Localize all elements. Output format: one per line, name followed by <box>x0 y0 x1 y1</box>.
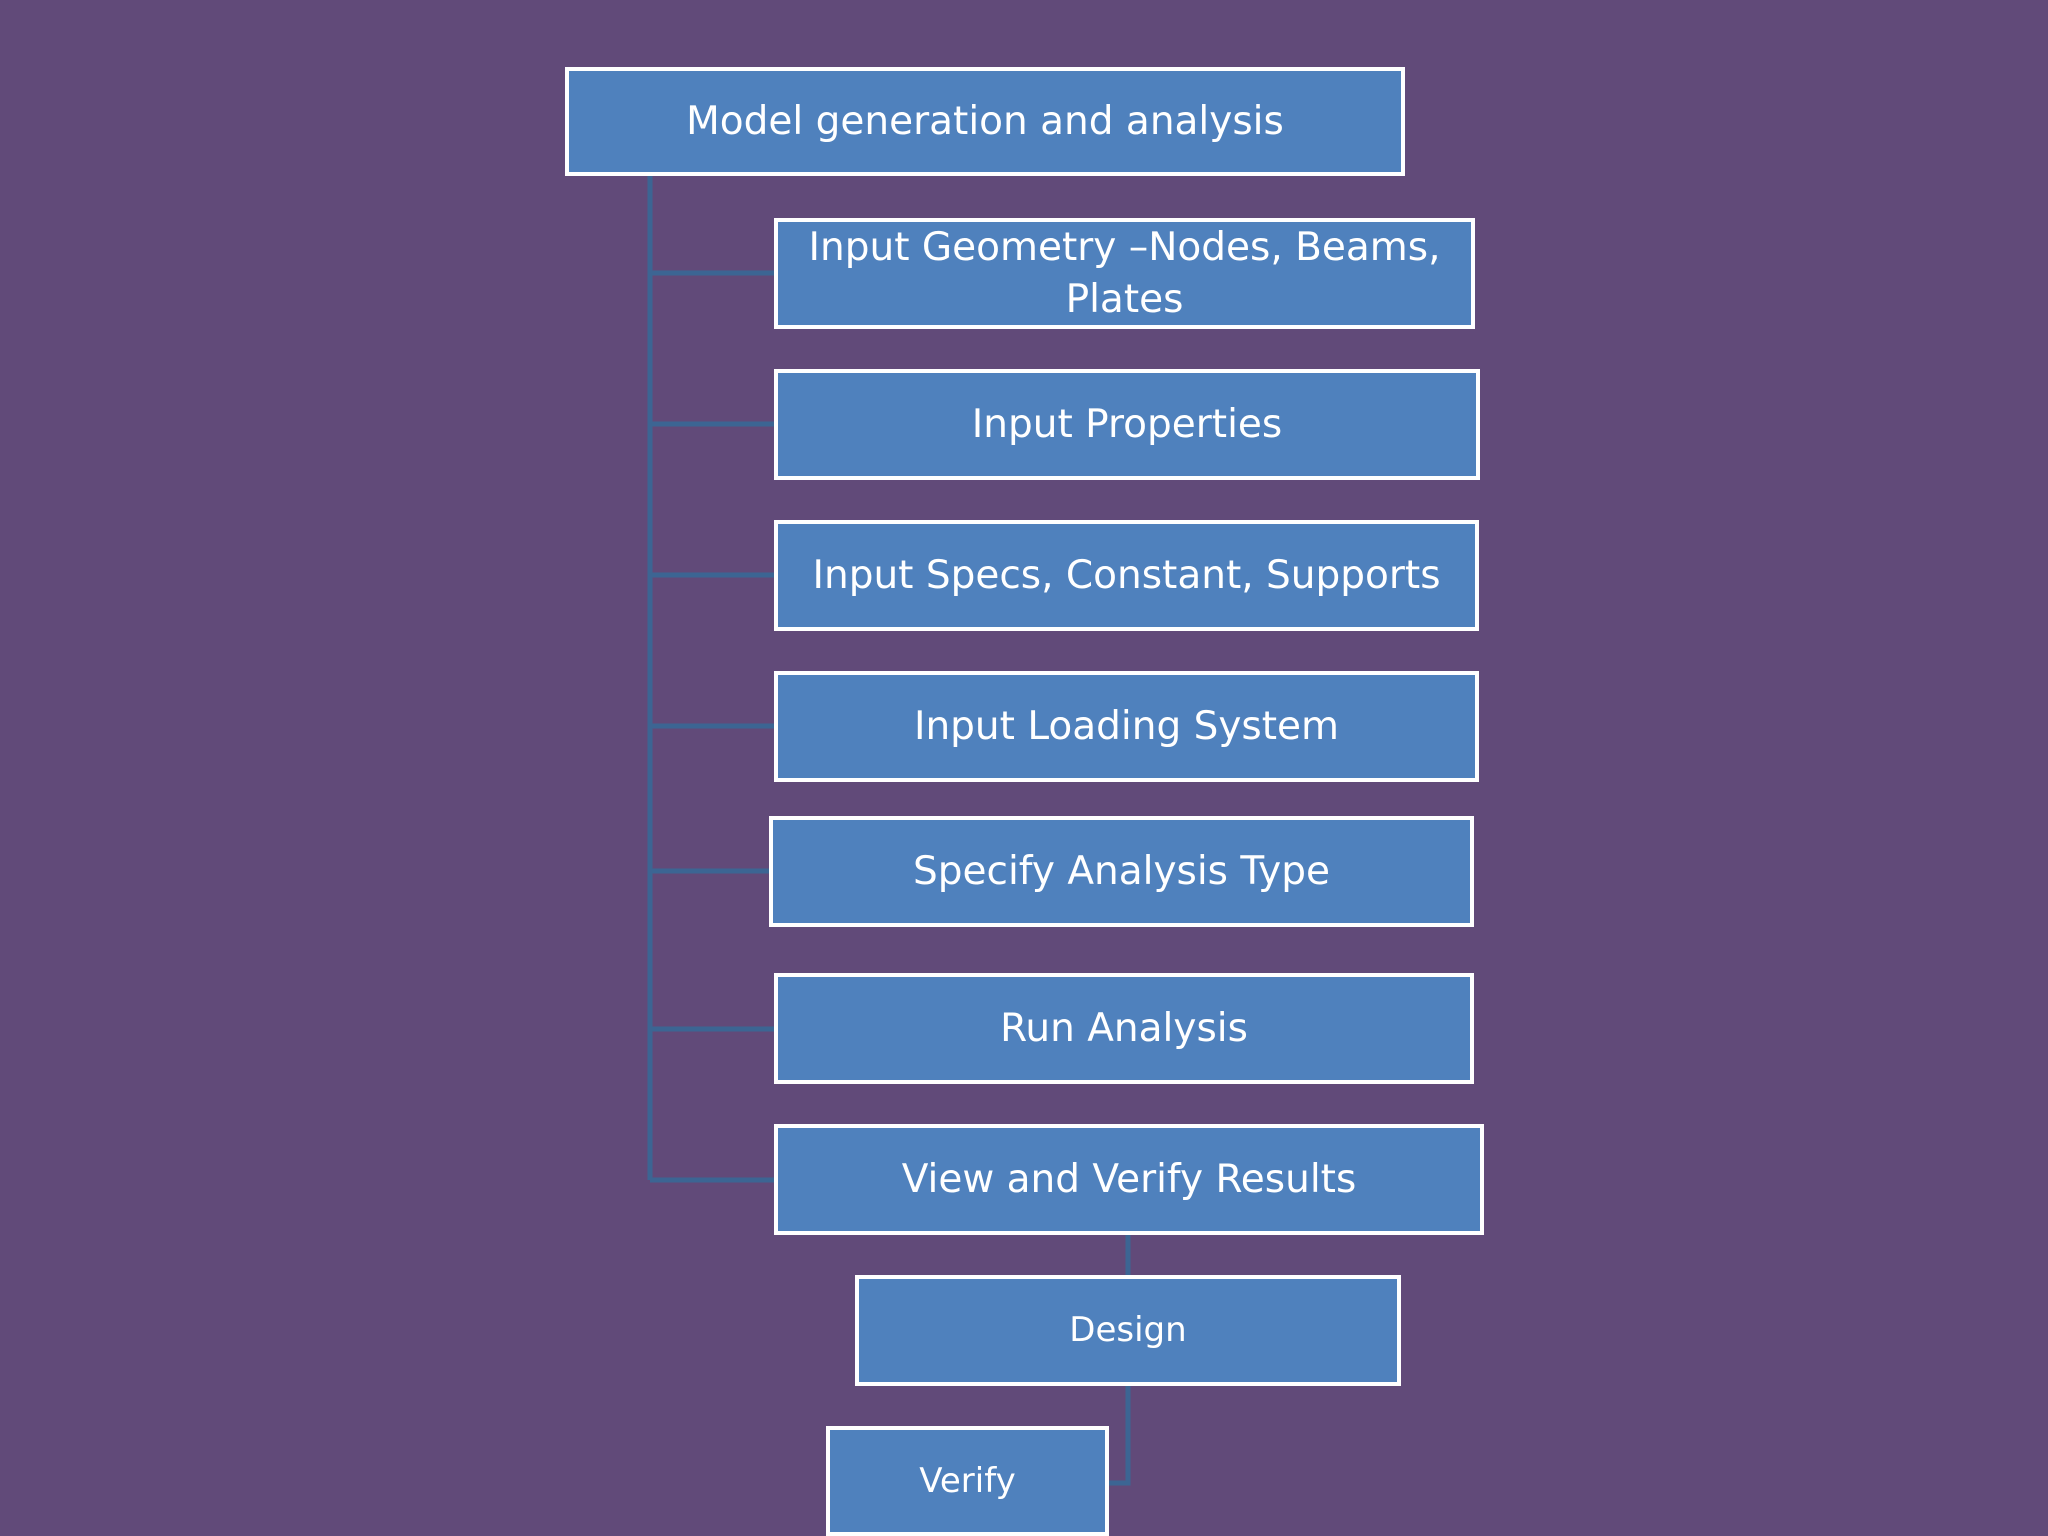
step-label-loading: Input Loading System <box>913 703 1340 749</box>
design-to-verify-line <box>1107 1383 1131 1486</box>
step-label-properties: Input Properties <box>971 401 1283 447</box>
step-box-view-results: View and Verify Results <box>774 1124 1484 1235</box>
verify-label: Verify <box>919 1460 1016 1501</box>
step-box-analysis-type: Specify Analysis Type <box>769 816 1474 927</box>
step-box-specs: Input Specs, Constant, Supports <box>774 520 1479 631</box>
step-box-run-analysis: Run Analysis <box>774 973 1474 1084</box>
step-label-run-analysis: Run Analysis <box>1000 1005 1248 1051</box>
step-label-specs: Input Specs, Constant, Supports <box>812 552 1441 598</box>
step-label-view-results: View and Verify Results <box>901 1156 1357 1202</box>
verify-box: Verify <box>826 1426 1109 1536</box>
design-box: Design <box>855 1275 1401 1386</box>
step-box-properties: Input Properties <box>774 369 1480 480</box>
step-box-geometry: Input Geometry –Nodes, Beams, Plates <box>774 218 1475 329</box>
root-label: Model generation and analysis <box>686 98 1284 144</box>
step-box-loading: Input Loading System <box>774 671 1479 782</box>
step-label-geometry: Input Geometry –Nodes, Beams, Plates <box>808 225 1441 322</box>
step-label-analysis-type: Specify Analysis Type <box>913 848 1330 894</box>
root-box: Model generation and analysis <box>565 67 1405 176</box>
design-label: Design <box>1069 1310 1187 1351</box>
